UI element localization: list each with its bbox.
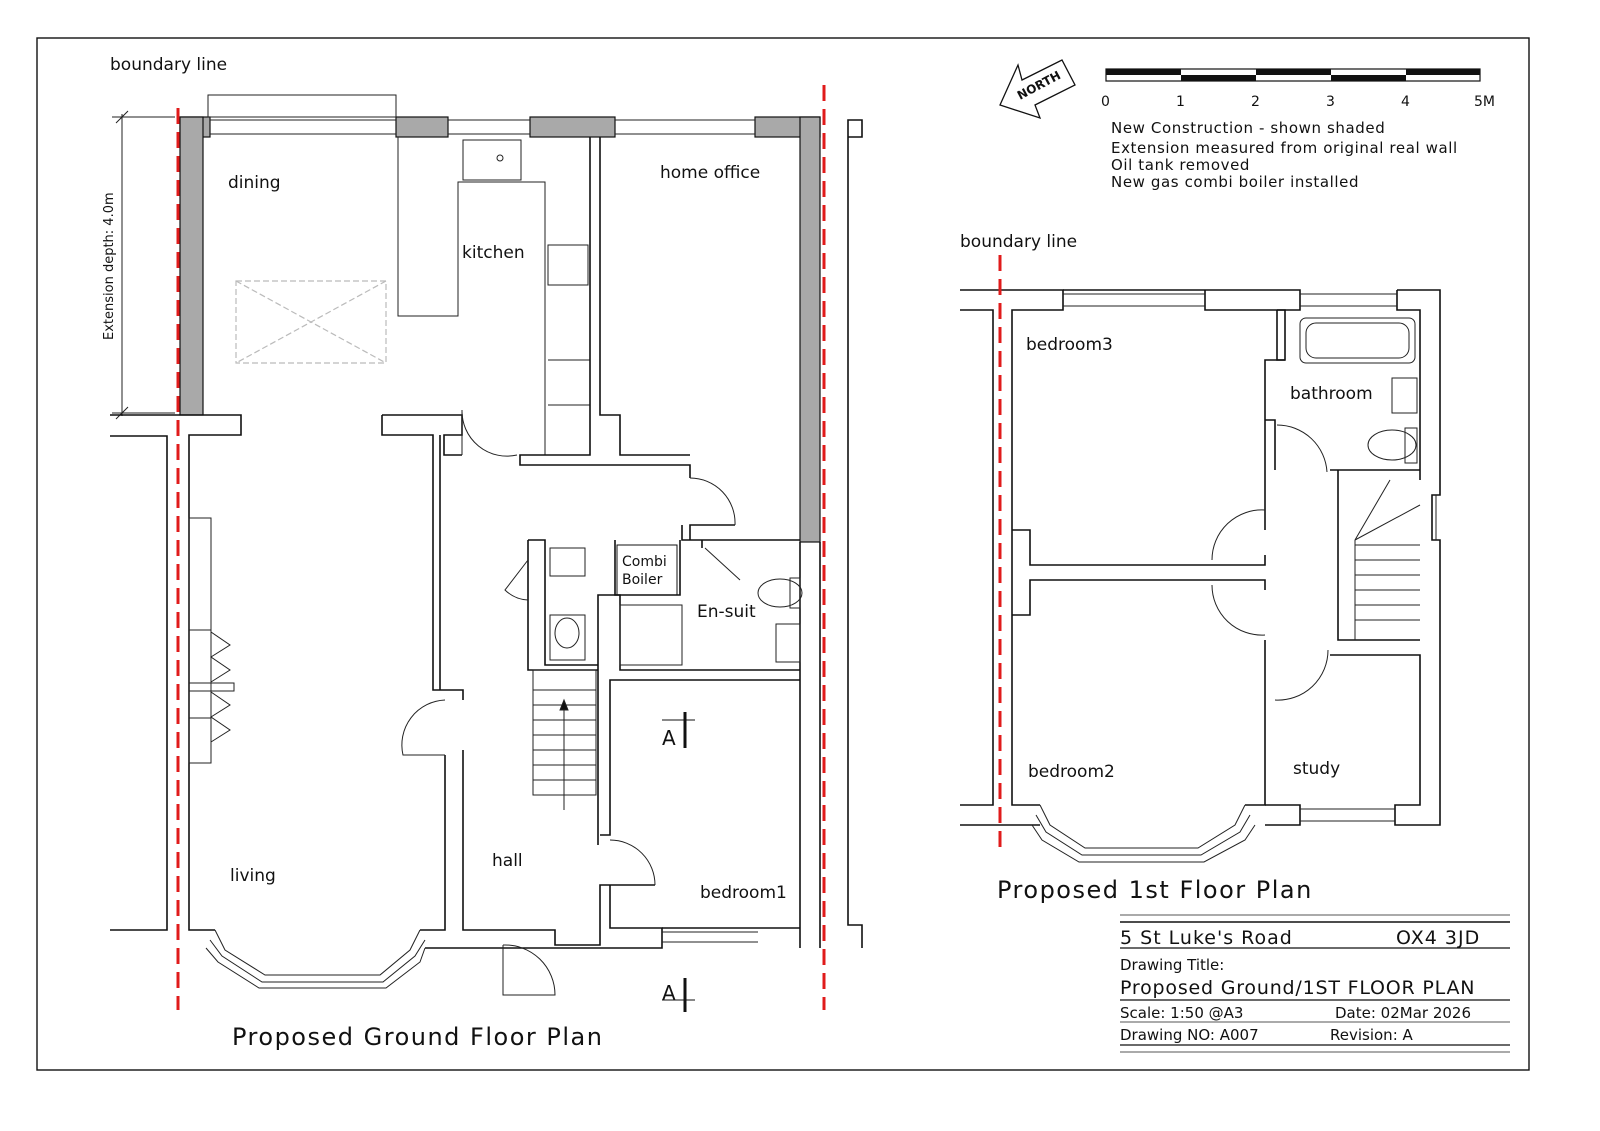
- fireplace-wardrobe: [188, 517, 235, 764]
- note: Oil tank removed: [1111, 156, 1250, 174]
- first-floor-title: Proposed 1st Floor Plan: [997, 876, 1313, 904]
- extension-dimension: Extension depth: 4.0m: [102, 110, 175, 420]
- extension-depth-label: Extension depth: 4.0m: [102, 192, 117, 340]
- ground-floor-plan: boundary line Extension depth: 4.0m: [102, 55, 863, 1051]
- room-label-dining: dining: [228, 173, 281, 193]
- new-construction-walls: [179, 116, 821, 543]
- note: New Construction - shown shaded: [1111, 119, 1385, 137]
- drawing-title: Proposed Ground/1ST FLOOR PLAN: [1120, 977, 1475, 999]
- section-marker-a-top: A: [662, 712, 695, 750]
- section-marker-a-bottom: A: [662, 978, 695, 1012]
- scale-text: Scale: 1:50 @A3: [1120, 1004, 1243, 1022]
- room-label-living: living: [230, 866, 276, 886]
- room-label-bathroom: bathroom: [1290, 384, 1373, 404]
- first-floor-plan: boundary line: [960, 232, 1441, 904]
- drawing-number: Drawing NO: A007: [1120, 1026, 1259, 1044]
- room-label-study: study: [1293, 759, 1340, 779]
- scale-tick: 2: [1251, 94, 1260, 110]
- note: Extension measured from original real wa…: [1111, 139, 1458, 157]
- svg-text:A: A: [662, 981, 676, 1005]
- scale-tick: 3: [1326, 94, 1335, 110]
- room-label-home-office: home office: [660, 163, 760, 183]
- first-floor-walls: [960, 289, 1441, 826]
- bathroom-fixtures: [549, 544, 803, 666]
- doors: [401, 409, 741, 996]
- front-window: [662, 931, 758, 943]
- kitchen-units: [397, 137, 590, 455]
- drawing-frame: [36, 37, 1530, 1071]
- first-floor-doors: [1211, 424, 1329, 701]
- room-label-bedroom1: bedroom1: [700, 883, 787, 903]
- drawing-title-label: Drawing Title:: [1120, 956, 1224, 974]
- scale-tick: 4: [1401, 94, 1410, 110]
- north-arrow-icon: NORTH: [999, 59, 1076, 120]
- rear-windows: [207, 94, 755, 135]
- boundary-label: boundary line: [110, 55, 227, 75]
- scale-bar: 0 1 2 3 4 5M: [1101, 68, 1495, 110]
- svg-text:Boiler: Boiler: [622, 572, 663, 588]
- title-block: 5 St Luke's Road OX4 3JD Drawing Title: …: [1120, 914, 1510, 1053]
- staircase: [532, 669, 597, 810]
- scale-tick: 1: [1176, 94, 1185, 110]
- note: New gas combi boiler installed: [1111, 173, 1359, 191]
- first-floor-bay-window: [1031, 804, 1256, 863]
- rooflight: [235, 280, 387, 364]
- address: 5 St Luke's Road: [1120, 927, 1293, 949]
- date-text: Date: 02Mar 2026: [1335, 1004, 1471, 1022]
- room-label-bedroom3: bedroom3: [1026, 335, 1113, 355]
- room-label-bedroom2: bedroom2: [1028, 762, 1115, 782]
- first-floor-windows: [1063, 293, 1437, 822]
- notes: New Construction - shown shaded Extensio…: [1111, 119, 1458, 191]
- room-label-ensuite: En-suit: [697, 602, 756, 622]
- bathroom-fixtures-first: [1299, 317, 1418, 464]
- revision: Revision: A: [1330, 1026, 1414, 1044]
- boundary-label: boundary line: [960, 232, 1077, 252]
- svg-text:A: A: [662, 726, 676, 750]
- room-label-kitchen: kitchen: [462, 243, 525, 263]
- scale-tick: 5M: [1474, 94, 1495, 110]
- room-label-hall: hall: [492, 851, 523, 871]
- postcode: OX4 3JD: [1396, 927, 1480, 949]
- scale-tick: 0: [1101, 94, 1110, 110]
- first-floor-staircase: [1354, 479, 1421, 640]
- room-label-combi-boiler: Combi: [622, 554, 667, 570]
- ground-floor-title: Proposed Ground Floor Plan: [232, 1023, 603, 1051]
- bay-window: [205, 929, 426, 989]
